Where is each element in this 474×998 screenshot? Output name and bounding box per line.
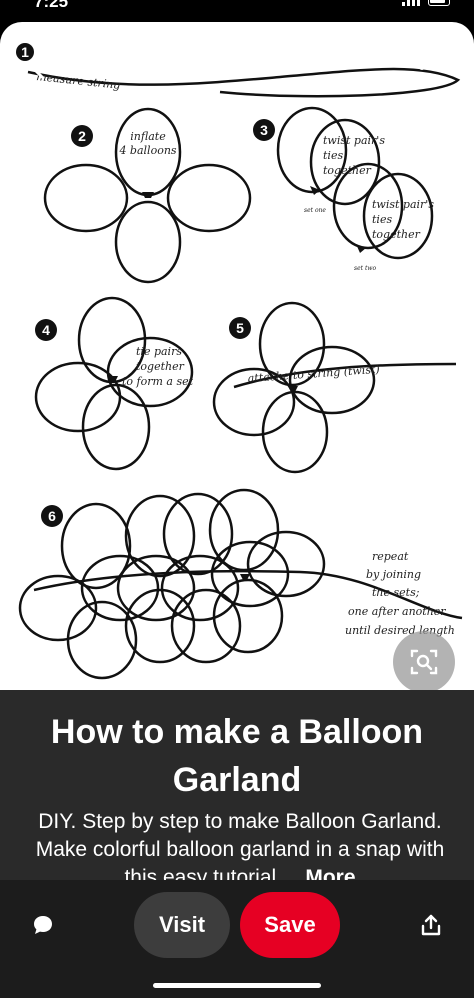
- status-icons: [402, 0, 450, 6]
- step4-caption-line: together: [136, 360, 185, 373]
- step-number: 4: [42, 322, 50, 338]
- step5-caption: attache to string (twist): [247, 363, 380, 385]
- comment-icon: [34, 916, 52, 934]
- comment-button[interactable]: [28, 910, 58, 940]
- step6-caption-line: one after another: [348, 605, 446, 618]
- set-label: set two: [354, 265, 376, 272]
- pin-description-text: DIY. Step by step to make Balloon Garlan…: [35, 810, 445, 889]
- step-number: 3: [260, 122, 268, 138]
- more-dots-icon: [429, 64, 435, 70]
- pin-image[interactable]: 1 2 3 4 5 6 measure string inflate 4 bal…: [0, 22, 474, 690]
- action-bar: Visit Save: [0, 880, 474, 998]
- home-indicator: [153, 983, 321, 988]
- step4-caption-line: tie pairs: [136, 345, 182, 358]
- step6-caption-line: by joining: [366, 568, 421, 581]
- back-button[interactable]: [20, 50, 56, 86]
- status-time: 7:25: [34, 0, 69, 11]
- step2-caption-line: 4 balloons: [118, 144, 176, 157]
- step3-caption-line: ties: [323, 149, 343, 162]
- step6-caption-line: the sets;: [372, 586, 420, 599]
- pin-description: DIY. Step by step to make Balloon Garlan…: [20, 808, 460, 892]
- back-arrow-icon: [31, 57, 44, 79]
- battery-icon: [428, 0, 450, 6]
- step2-caption-line: inflate: [130, 130, 166, 143]
- step3-caption-line: ties: [372, 213, 392, 226]
- step3-caption-line: together: [372, 228, 421, 241]
- share-icon: [421, 914, 441, 936]
- step-number: 5: [236, 320, 244, 336]
- visual-search-icon: [410, 649, 438, 675]
- more-dots-icon: [439, 64, 445, 70]
- step-number: 6: [48, 508, 56, 524]
- step-number: 2: [78, 128, 86, 144]
- more-options-button[interactable]: [412, 54, 452, 80]
- pin-info-panel: How to make a Balloon Garland DIY. Step …: [0, 690, 474, 889]
- balloon-garland-illustration: 1 2 3 4 5 6 measure string inflate 4 bal…: [16, 43, 463, 680]
- visual-search-button[interactable]: [393, 631, 455, 690]
- share-button[interactable]: [416, 910, 446, 940]
- step3-caption-line: together: [323, 164, 372, 177]
- step-number: 1: [21, 44, 29, 60]
- visit-button[interactable]: Visit: [134, 892, 230, 958]
- step4-caption-line: to form a set: [122, 375, 194, 388]
- pin-title: How to make a Balloon Garland: [50, 713, 424, 799]
- more-dots-icon: [419, 64, 425, 70]
- status-bar: 7:25: [0, 0, 474, 22]
- step6-caption-line: repeat: [372, 550, 409, 563]
- save-button[interactable]: Save: [240, 892, 340, 958]
- step3-caption-line: twist pair's: [323, 134, 385, 147]
- step3-caption-line: twist pair's: [372, 198, 434, 211]
- signal-icon: [402, 0, 420, 6]
- set-label: set one: [304, 207, 326, 214]
